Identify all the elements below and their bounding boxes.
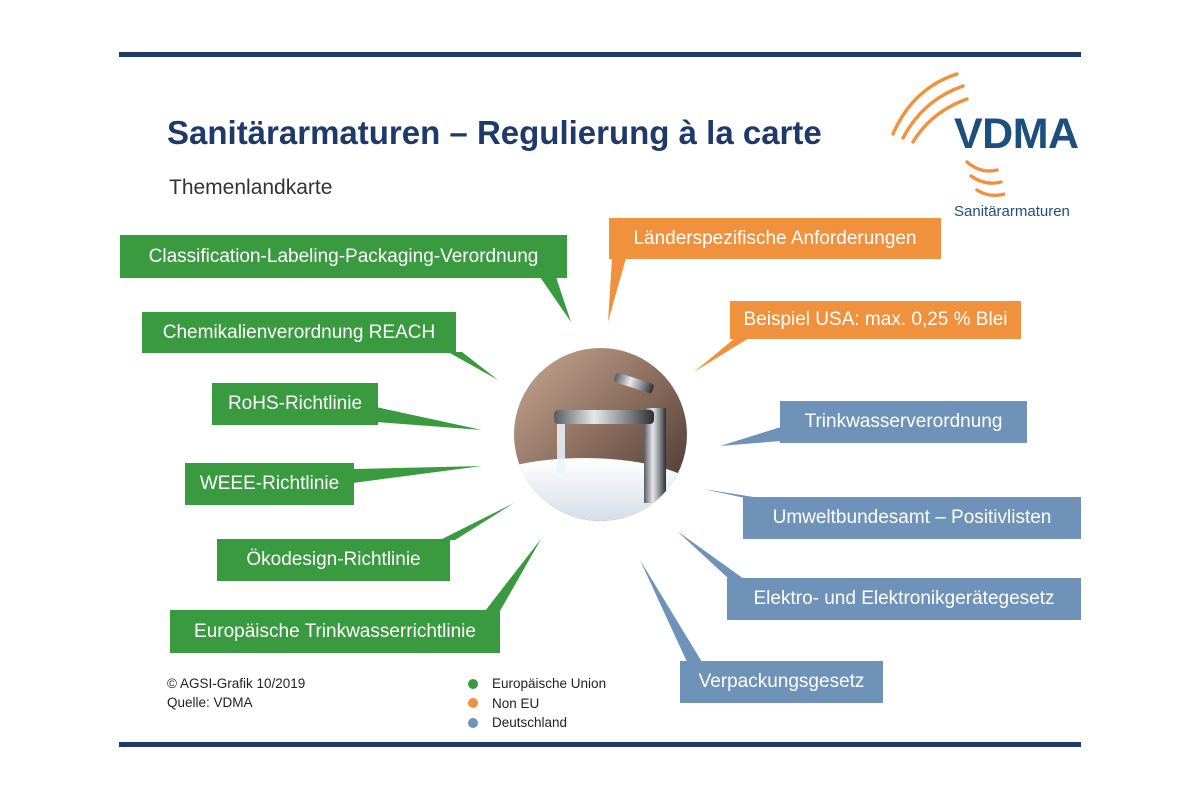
connector-usa	[694, 338, 749, 372]
connector-elektrogesetz	[677, 531, 744, 579]
vdma-logo: VDMA Sanitärarmaturen	[885, 66, 1085, 224]
eu-box-trinkwasserrichtlinie: Europäische Trinkwasserrichtlinie	[170, 610, 500, 653]
noneu-box-laenderspezifisch: Länderspezifische Anforderungen	[609, 218, 941, 259]
legend-item-de: Deutschland	[468, 713, 606, 733]
de-box-umweltbundesamt: Umweltbundesamt – Positivlisten	[743, 497, 1081, 539]
eu-box-reach: Chemikalienverordnung REACH	[142, 312, 456, 353]
legend-dot-de	[468, 717, 478, 728]
top-rule	[119, 52, 1081, 57]
legend-label-noneu: Non EU	[492, 695, 540, 711]
eu-box-weee: WEEE-Richtlinie	[185, 463, 354, 505]
logo-arcs-icon	[891, 72, 1005, 198]
faucet-photo	[514, 348, 687, 521]
connector-trinkwasserrichtlinie	[485, 539, 541, 611]
legend-label-de: Deutschland	[492, 715, 568, 731]
legend-item-noneu: Non EU	[468, 694, 606, 714]
legend-item-eu: Europäische Union	[468, 674, 606, 694]
de-box-trinkwasserverordnung: Trinkwasserverordnung	[780, 401, 1027, 443]
connector-umweltbundesamt	[703, 489, 760, 498]
credit-line: © AGSI-Grafik 10/2019	[167, 676, 306, 691]
page-title: Sanitärarmaturen – Regulierung à la cart…	[167, 114, 822, 151]
noneu-box-usa: Beispiel USA: max. 0,25 % Blei	[730, 301, 1021, 339]
connector-rohs	[376, 407, 482, 430]
connector-oekodesign	[440, 503, 514, 540]
legend-dot-eu	[468, 678, 478, 689]
credit: © AGSI-Grafik 10/2019 Quelle: VDMA	[167, 674, 305, 712]
connector-clp	[540, 277, 571, 322]
de-box-elektrogesetz: Elektro- und Elektronikgerätegesetz	[727, 578, 1081, 620]
bottom-rule	[119, 742, 1081, 747]
connector-trinkwasserverordnung	[720, 427, 781, 446]
de-box-verpackungsgesetz: Verpackungsgesetz	[680, 661, 883, 703]
legend-label-eu: Europäische Union	[492, 676, 607, 692]
legend-dot-noneu	[468, 698, 478, 709]
eu-box-oekodesign: Ökodesign-Richtlinie	[217, 539, 450, 581]
faucet-icon	[514, 348, 687, 521]
connector-weee	[353, 466, 482, 483]
logo-wordmark: VDMA	[954, 110, 1079, 158]
page-subtitle: Themenlandkarte	[169, 176, 333, 199]
eu-box-clp: Classification-Labeling-Packaging-Verord…	[120, 235, 567, 278]
logo-subline: Sanitärarmaturen	[954, 203, 1070, 220]
connector-laenderspezifisch	[608, 258, 626, 322]
source-line: Quelle: VDMA	[167, 695, 253, 710]
eu-box-rohs: RoHS-Richtlinie	[212, 383, 378, 425]
connector-reach	[448, 352, 498, 380]
connector-verpackungsgesetz	[640, 560, 702, 662]
legend: Europäische Union Non EU Deutschland	[468, 674, 606, 733]
